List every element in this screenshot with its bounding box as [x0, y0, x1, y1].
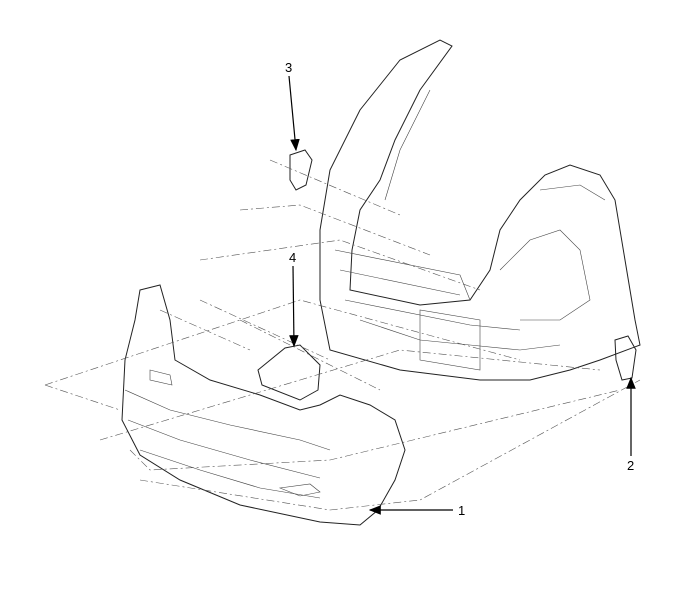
- upper-bracket-part-3: [289, 149, 313, 191]
- callout-label-3: 3: [285, 60, 292, 75]
- center-bracket-part-4: [257, 344, 321, 401]
- callout-2: 2: [626, 376, 636, 473]
- assembly-guide-lines: [44, 159, 641, 511]
- callout-label-2: 2: [627, 458, 634, 473]
- vehicle-rear-body: [319, 39, 641, 381]
- callout-4: 4: [289, 250, 299, 348]
- rear-bumper-cover: [121, 284, 406, 526]
- callout-label-4: 4: [289, 250, 296, 265]
- callout-3: 3: [285, 60, 300, 152]
- callout-1: 1: [368, 503, 465, 518]
- side-bracket-part-2: [614, 335, 637, 381]
- callout-label-1: 1: [458, 503, 465, 518]
